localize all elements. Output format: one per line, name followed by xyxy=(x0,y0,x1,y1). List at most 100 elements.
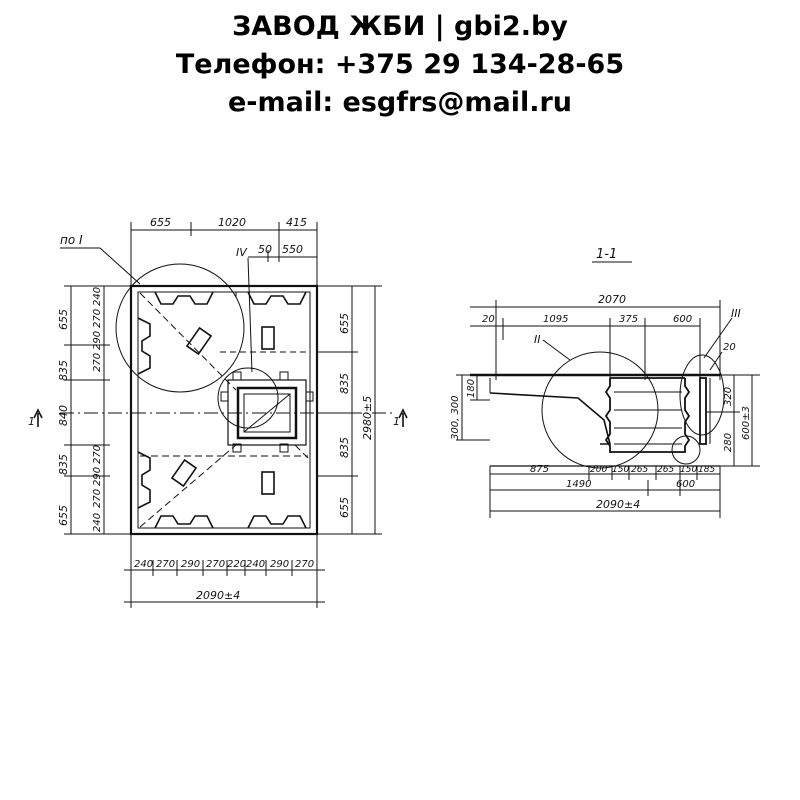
dim-right-total: 2980±5 xyxy=(361,396,374,440)
dim-top-2: 50 xyxy=(258,243,272,256)
dim-bottom: 270 xyxy=(295,559,314,570)
plan-outline xyxy=(129,284,319,536)
plan-notch xyxy=(247,515,307,529)
plan-embed xyxy=(185,326,213,356)
plan-diagonal xyxy=(139,444,237,528)
header-title: ЗАВОД ЖБИ | gbi2.by xyxy=(232,11,568,42)
section-socket xyxy=(604,377,691,453)
section-dim-top: 375 xyxy=(619,314,638,325)
plan-notch xyxy=(154,291,214,305)
cut-label-right: 1 xyxy=(393,415,400,428)
plan-lug xyxy=(279,371,289,381)
dim-left: 835 xyxy=(57,360,70,381)
dim-left-small: 270 xyxy=(92,489,103,508)
plan-view xyxy=(33,222,408,608)
section-callout-iii xyxy=(679,354,725,436)
plan-leader xyxy=(247,257,253,373)
section-callout-ii-label: II xyxy=(534,333,541,346)
dim-bottom: 240 xyxy=(246,559,265,570)
dim-right: 655 xyxy=(338,497,351,518)
plan-lug xyxy=(232,371,242,381)
plan-notch xyxy=(154,515,214,529)
section-dim-top: 1095 xyxy=(543,314,568,325)
cut-label-left: 1 xyxy=(28,415,35,428)
plan-leader xyxy=(99,247,141,285)
dim-left-small: 270 xyxy=(92,445,103,464)
plan-notch xyxy=(137,317,151,375)
section-view xyxy=(456,261,760,518)
dim-bottom-total: 2090±4 xyxy=(196,589,240,602)
cut-mark-left xyxy=(33,408,43,427)
dim-bottom: 290 xyxy=(181,559,200,570)
plan-lug xyxy=(305,391,314,402)
header: ЗАВОД ЖБИ | gbi2.by Телефон: +375 29 134… xyxy=(0,8,800,122)
plan-lug xyxy=(232,443,242,453)
header-email: e-mail: esgfrs@mail.ru xyxy=(227,87,573,118)
section-dim-top: 20 xyxy=(482,314,495,325)
dim-left: 840 xyxy=(57,405,70,426)
dim-bottom: 270 xyxy=(156,559,175,570)
dim-left: 835 xyxy=(57,454,70,475)
section-leader xyxy=(703,317,733,359)
plan-socket xyxy=(227,379,307,446)
plan-inner-outline xyxy=(137,291,311,529)
plan-callout-iv-label: IV xyxy=(236,246,248,259)
section-dim-bottom-2: 600 xyxy=(676,479,695,490)
plan-lug xyxy=(220,391,229,402)
section-wall xyxy=(489,392,612,445)
dim-right: 655 xyxy=(338,313,351,334)
plan-socket-line xyxy=(243,393,291,433)
section-dim-bottom: 265 xyxy=(631,465,648,475)
section-callout-ii xyxy=(541,351,659,469)
section-dim-top: 600 xyxy=(673,314,692,325)
section-dim-bottom: 875 xyxy=(530,464,549,475)
section-dim-bottom: 185 xyxy=(698,465,715,475)
dim-left-small: 290 xyxy=(92,331,103,350)
section-dim-left: 300, 300 xyxy=(450,395,461,440)
section-dim-bottom: 265 xyxy=(657,465,674,475)
section-dim-bottom: 150 xyxy=(612,465,629,475)
plan-callout-circle-i xyxy=(115,263,245,393)
dim-left-small: 240 xyxy=(92,513,103,532)
plan-embed xyxy=(261,471,275,495)
section-right-wall xyxy=(699,377,707,445)
plan-notch xyxy=(247,291,307,305)
section-small-dim: 20 xyxy=(723,342,736,353)
section-dim-bottom-2: 1490 xyxy=(566,479,591,490)
header-phone: Телефон: +375 29 134-28-65 xyxy=(175,49,625,80)
dim-left-small: 270 xyxy=(92,309,103,328)
section-leader xyxy=(542,339,571,361)
dim-left: 655 xyxy=(57,505,70,526)
dim-bottom: 220 xyxy=(227,559,246,570)
section-dim-bottom-total: 2090±4 xyxy=(596,498,640,511)
section-dim-right-total: 600±3 xyxy=(741,406,752,440)
dim-top: 655 xyxy=(150,216,171,229)
dim-top: 1020 xyxy=(218,216,246,229)
plan-socket-inner xyxy=(236,386,298,440)
plan-notch xyxy=(137,451,151,509)
plan-callout-label: по I xyxy=(60,233,83,247)
section-dim-right: 280 xyxy=(723,433,734,452)
dim-bottom: 240 xyxy=(134,559,153,570)
dim-top-2: 550 xyxy=(282,243,303,256)
plan-socket-core xyxy=(243,393,291,433)
section-callout-iii-label: III xyxy=(731,307,741,320)
dim-left-small: 290 xyxy=(92,467,103,486)
plan-embed xyxy=(261,326,275,350)
dim-right: 835 xyxy=(338,373,351,394)
section-total-top: 2070 xyxy=(598,293,626,306)
dim-top: 415 xyxy=(286,216,307,229)
section-labels: 1-1 2070 20 1095 375 600 II III 20 180 3… xyxy=(450,247,752,511)
dim-left-small: 240 xyxy=(92,287,103,306)
section-dim-bottom: 200 xyxy=(590,465,607,475)
dim-left-small: 270 xyxy=(92,353,103,372)
section-dim-left: 180 xyxy=(466,379,477,398)
plan-labels: по I IV 1 1 655 1020 415 50 550 655 835 … xyxy=(28,216,400,602)
dim-right: 835 xyxy=(338,437,351,458)
cut-mark-right xyxy=(398,408,408,427)
section-dim-right: 320 xyxy=(723,387,734,406)
section-title: 1-1 xyxy=(596,247,617,262)
dim-bottom: 270 xyxy=(206,559,225,570)
dim-bottom: 290 xyxy=(270,559,289,570)
